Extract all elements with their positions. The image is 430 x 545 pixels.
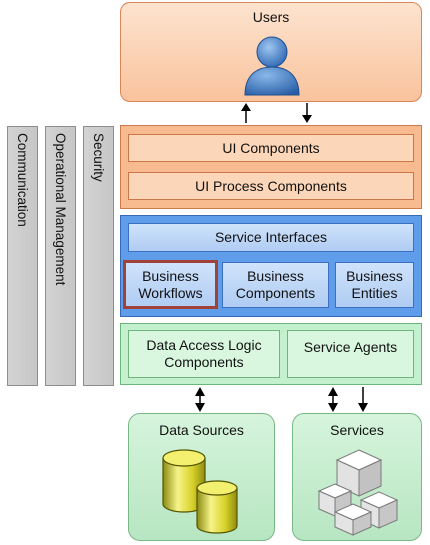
services-box: Services	[292, 413, 422, 541]
business-components-label: Business Components	[235, 268, 316, 301]
service-interfaces-box: Service Interfaces	[128, 223, 414, 252]
services-label: Services	[330, 422, 384, 438]
users-label: Users	[252, 9, 290, 25]
ui-components-label: UI Components	[222, 139, 320, 156]
service-agents-box: Service Agents	[287, 330, 414, 378]
cross-cutting-communication: Communication	[7, 126, 38, 386]
user-icon	[244, 36, 300, 96]
ui-process-components-label: UI Process Components	[195, 177, 347, 194]
business-workflows-label: Business Workflows	[138, 267, 203, 301]
security-label: Security	[91, 133, 106, 182]
service-agents-label: Service Agents	[303, 339, 398, 355]
ui-components-box: UI Components	[128, 134, 414, 162]
business-components-box: Business Components	[222, 262, 329, 308]
cross-cutting-security: Security	[83, 126, 114, 386]
data-access-logic-components-label: Data Access Logic Components	[146, 337, 262, 370]
business-entities-label: Business Entities	[346, 268, 403, 301]
cubes-icon	[317, 449, 399, 536]
cross-cutting-operational-management: Operational Management	[45, 126, 76, 386]
business-entities-box: Business Entities	[335, 262, 414, 308]
database-icon	[162, 449, 238, 534]
data-sources-box: Data Sources	[128, 413, 275, 541]
communication-label: Communication	[15, 133, 30, 227]
service-interfaces-label: Service Interfaces	[214, 229, 328, 245]
data-sources-label: Data Sources	[159, 422, 244, 438]
users-box: Users	[120, 2, 422, 102]
operational-management-label: Operational Management	[53, 133, 68, 286]
data-access-logic-components-box: Data Access Logic Components	[128, 330, 280, 378]
ui-process-components-box: UI Process Components	[128, 172, 414, 200]
business-workflows-box: Business Workflows	[123, 260, 218, 309]
